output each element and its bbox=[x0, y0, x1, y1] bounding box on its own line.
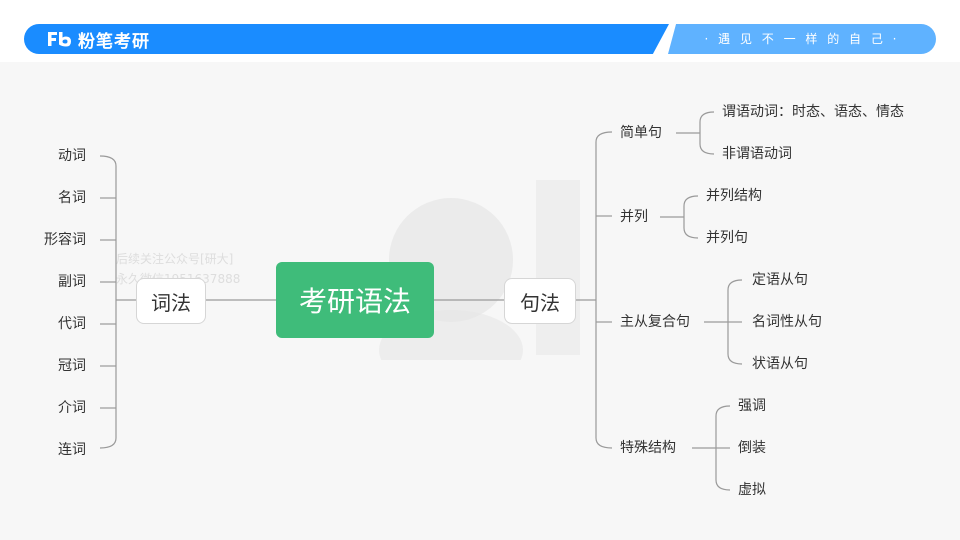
leaf-cifa-1: 动词 bbox=[58, 148, 86, 164]
leaf-coordinate-sentence: 并列句 bbox=[706, 230, 748, 246]
leaf-subjunctive: 虚拟 bbox=[738, 482, 766, 498]
leaf-emphasis: 强调 bbox=[738, 398, 766, 414]
leaf-non-predicate-verb: 非谓语动词 bbox=[722, 146, 792, 162]
header-bar-primary bbox=[24, 24, 669, 54]
leaf-cifa-3: 形容词 bbox=[44, 232, 86, 248]
leaf-adverbial-clause: 状语从句 bbox=[752, 356, 808, 372]
group-special-structure: 特殊结构 bbox=[620, 440, 676, 456]
root-node: 考研语法 bbox=[276, 262, 434, 338]
header-bar-secondary bbox=[668, 24, 936, 54]
leaf-cifa-6: 冠词 bbox=[58, 358, 86, 374]
group-complex-sentence: 主从复合句 bbox=[620, 314, 690, 330]
group-coordinate: 并列 bbox=[620, 209, 648, 225]
leaf-coordinate-structure: 并列结构 bbox=[706, 188, 762, 204]
leaf-nominal-clause: 名词性从句 bbox=[752, 314, 822, 330]
leaf-cifa-2: 名词 bbox=[58, 190, 86, 206]
slogan: · 遇 见 不 一 样 的 自 己 · bbox=[704, 32, 900, 46]
brand-name: 粉笔考研 bbox=[78, 31, 150, 52]
leaf-cifa-7: 介词 bbox=[58, 400, 86, 416]
leaf-cifa-5: 代词 bbox=[58, 316, 86, 332]
branch-cifa: 词法 bbox=[136, 278, 206, 324]
brand-logo: 粉笔考研 bbox=[46, 28, 150, 52]
leaf-attributive-clause: 定语从句 bbox=[752, 272, 808, 288]
leaf-inversion: 倒装 bbox=[738, 440, 766, 456]
leaf-predicate-verb: 谓语动词：时态、语态、情态 bbox=[722, 104, 904, 120]
group-simple-sentence: 简单句 bbox=[620, 125, 662, 141]
branch-jufa: 句法 bbox=[504, 278, 576, 324]
watermark-text-1: 后续关注公众号[研大] bbox=[116, 252, 234, 266]
leaf-cifa-8: 连词 bbox=[58, 442, 86, 458]
fb-logo-icon bbox=[46, 30, 74, 48]
leaf-cifa-4: 副词 bbox=[58, 274, 86, 290]
